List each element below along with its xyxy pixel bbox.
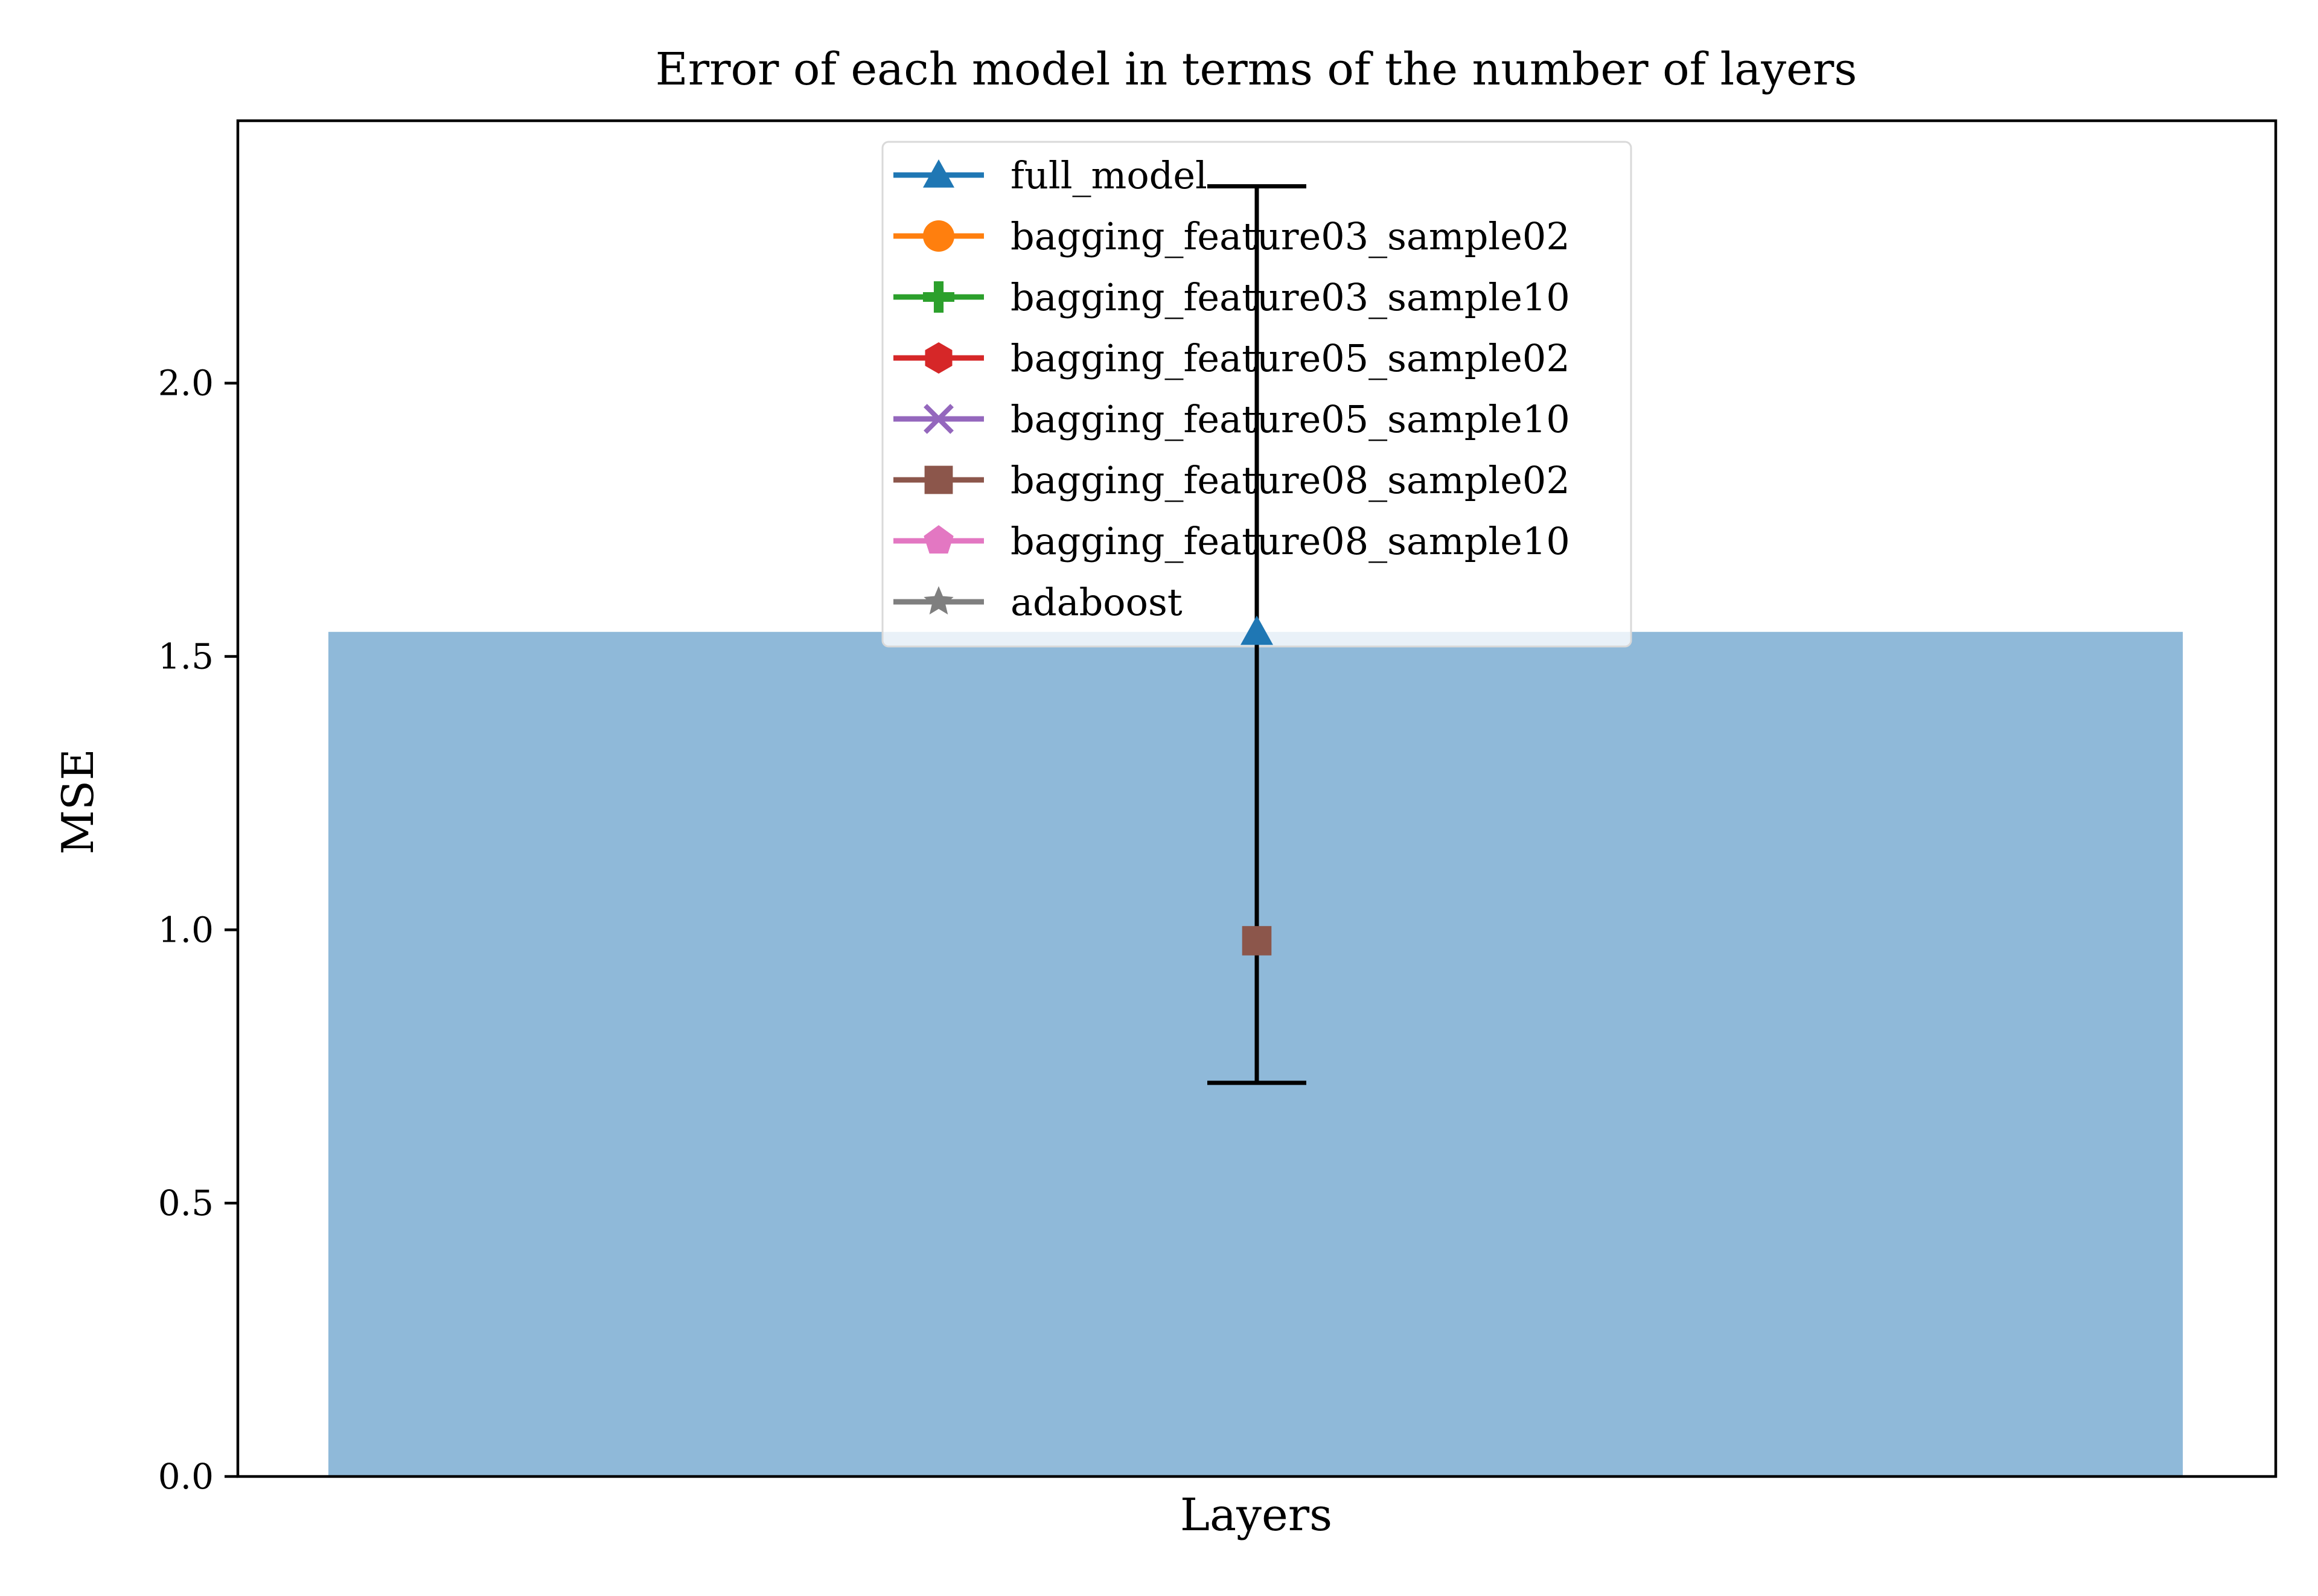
y-tick-label: 0.0 (158, 1456, 214, 1497)
y-tick-label: 2.0 (158, 363, 214, 404)
legend-label: full_model (1011, 153, 1207, 197)
legend-item: bagging_feature03_sample02 (893, 214, 1570, 258)
legend-marker (924, 465, 953, 494)
legend-label: bagging_feature05_sample02 (1011, 336, 1570, 380)
legend-marker (924, 404, 954, 434)
legend-label: adaboost (1011, 580, 1183, 624)
plot-frame (236, 119, 2278, 1478)
legend-item: bagging_feature05_sample10 (893, 397, 1570, 441)
chart-title: Error of each model in terms of the numb… (656, 43, 1857, 95)
legend-label: bagging_feature03_sample10 (1011, 275, 1570, 319)
y-tick-label: 1.0 (158, 909, 214, 950)
y-tick-label: 1.5 (158, 636, 214, 677)
legend-marker (923, 220, 954, 252)
legend: full_model bagging_feature03_sample02bagg… (881, 141, 1632, 648)
legend-marker (923, 281, 954, 313)
legend-marker (924, 586, 954, 614)
x-axis-label: Layers (1180, 1489, 1332, 1541)
data-point-bagging_feature08_sample02 (1242, 926, 1272, 956)
legend-item: adaboost (893, 580, 1183, 624)
legend-item: bagging_feature08_sample02 (893, 458, 1570, 502)
legend-item: full_model (893, 153, 1207, 197)
legend-marker (923, 159, 954, 188)
legend-item: bagging_feature08_sample10 (893, 519, 1570, 563)
y-axis-label: MSE (53, 749, 103, 855)
y-tick-label: 0.5 (158, 1183, 214, 1224)
legend-item: bagging_feature05_sample02 (893, 336, 1570, 380)
legend-label: bagging_feature05_sample10 (1011, 397, 1570, 441)
legend-marker (925, 342, 953, 374)
y-axis: 0.0 0.5 1.0 1.5 2.0 (158, 363, 238, 1497)
data-point-full_model (1240, 615, 1273, 645)
legend-item: bagging_feature03_sample10 (893, 275, 1570, 319)
legend-label: bagging_feature08_sample02 (1011, 458, 1570, 502)
legend-marker (924, 525, 954, 554)
legend-label: bagging_feature03_sample02 (1011, 214, 1570, 258)
overlay-layer (1207, 184, 1306, 1085)
legend-label: bagging_feature08_sample10 (1011, 519, 1570, 563)
